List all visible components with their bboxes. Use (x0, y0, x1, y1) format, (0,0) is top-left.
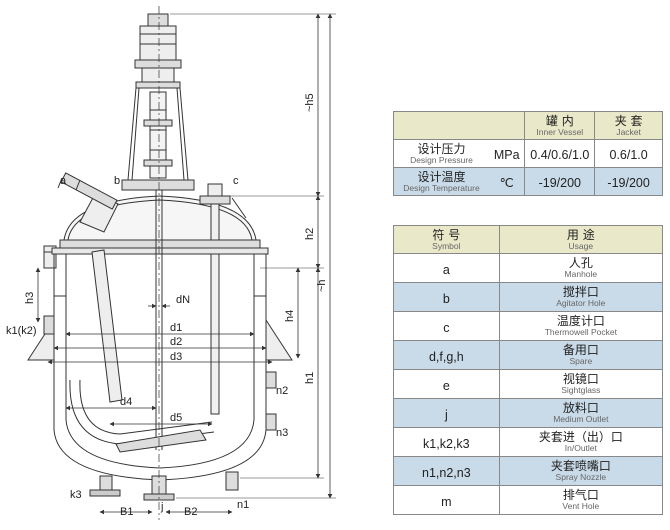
height-dims (35, 13, 336, 499)
thermowell (199, 183, 247, 415)
label-B2: B2 (184, 506, 197, 518)
spray-nozzle-n1 (225, 471, 239, 491)
spray-nozzle-n2 (265, 371, 277, 389)
label-n1: n1 (237, 499, 249, 511)
header-inner-vessel: 罐 内 Inner Vessel (524, 111, 596, 140)
label-n3: n3 (276, 427, 288, 439)
reactor-drawing: a b c dN d1 d2 d3 d4 d5 ~h5 h2 ~h h1 h4 … (6, 6, 336, 520)
header-usage: 用 途 Usage (498, 225, 664, 254)
label-d5: d5 (170, 412, 182, 424)
agitator-stand (121, 87, 195, 191)
body-flange (59, 239, 261, 249)
label-B1: B1 (120, 506, 133, 518)
label-d1: d1 (170, 322, 182, 334)
impeller (115, 429, 207, 453)
symbol-table-header: 符 号 Symbol 用 途 Usage (393, 225, 664, 254)
label-h2: h2 (304, 228, 316, 240)
header-jacket: 夹 套 Jacket (594, 111, 663, 140)
label-k1k2: k1(k2) (6, 325, 37, 337)
label-b: b (114, 175, 120, 187)
spray-nozzle-n3 (265, 413, 277, 431)
design-table-header: 罐 内 Inner Vessel 夹 套 Jacket (392, 111, 663, 140)
label-h: ~h (316, 279, 328, 292)
label-h1: h1 (304, 372, 316, 384)
diameter-dims (47, 303, 273, 515)
label-k3: k3 (70, 489, 82, 501)
jacket-inlet-k1 (43, 315, 55, 335)
header-symbol: 符 号 Symbol (393, 225, 500, 254)
label-h4: h4 (284, 310, 296, 322)
label-d2: d2 (170, 336, 182, 348)
label-d3: d3 (170, 351, 182, 363)
label-c: c (233, 175, 239, 187)
label-j: j (160, 501, 163, 513)
motor (134, 13, 182, 89)
label-a: a (60, 175, 67, 187)
label-h3: h3 (24, 292, 36, 304)
vessel-inner (65, 254, 255, 469)
manhole (57, 172, 119, 233)
label-d4: d4 (120, 396, 132, 408)
baffle (91, 249, 123, 403)
label-dN: dN (176, 294, 190, 306)
support-lug-right (265, 318, 293, 361)
label-h5: ~h5 (304, 93, 316, 112)
label-n2: n2 (276, 385, 288, 397)
